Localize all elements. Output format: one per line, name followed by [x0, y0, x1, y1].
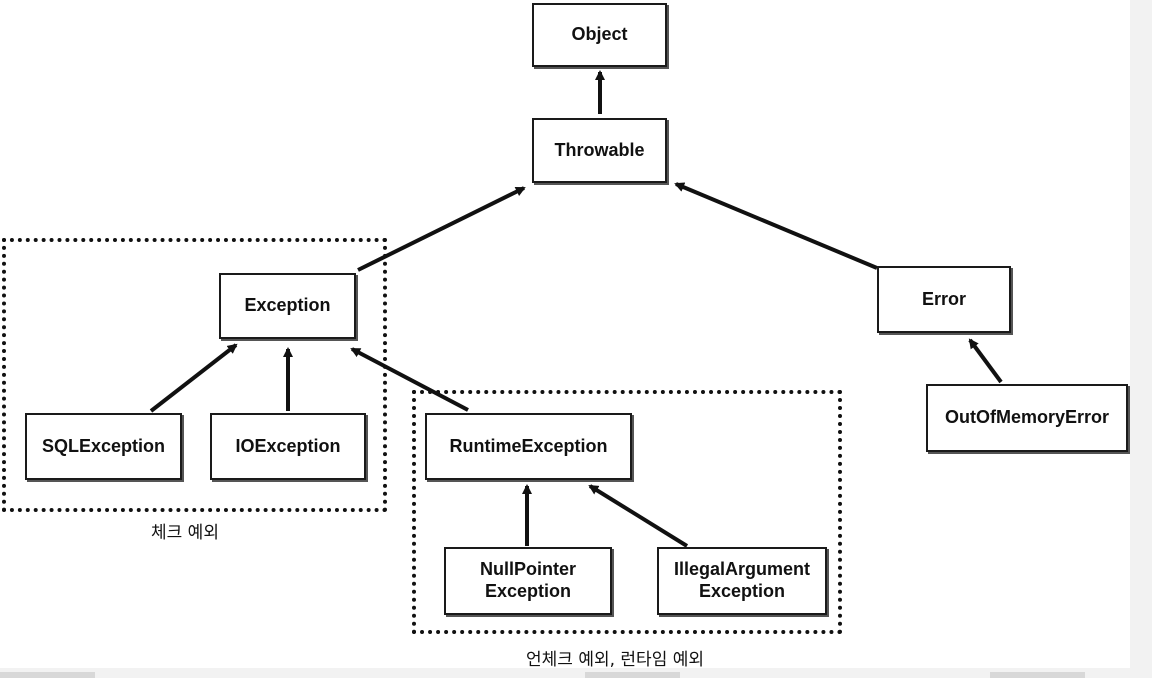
node-illegalargumentexception: IllegalArgument Exception [657, 547, 827, 615]
node-object: Object [532, 3, 667, 67]
node-throwable-label: Throwable [554, 139, 645, 160]
node-exception-label: Exception [244, 295, 331, 316]
node-runtimeexception-label: RuntimeException [449, 435, 608, 456]
bottom-divider-left [0, 672, 95, 678]
node-ioexception-label: IOException [235, 435, 341, 456]
bottom-divider-right [990, 672, 1085, 678]
diagram-canvas: Object Throwable Exception Error SQLExce… [0, 0, 1130, 670]
bottom-divider-middle [585, 672, 680, 678]
unchecked-exceptions-group [412, 390, 842, 634]
node-object-label: Object [571, 24, 628, 45]
node-outofmemoryerror: OutOfMemoryError [926, 384, 1128, 452]
arrow-illegalargument-to-runtime [588, 484, 689, 548]
arrow-runtimeexception-to-exception [350, 347, 469, 412]
checked-exceptions-group [2, 238, 387, 512]
arrow-outofmemoryerror-to-error [968, 338, 1003, 384]
node-runtimeexception: RuntimeException [425, 413, 632, 480]
node-throwable: Throwable [532, 118, 667, 183]
node-sqlexception-label: SQLException [41, 435, 166, 456]
node-error: Error [877, 266, 1011, 333]
node-error-label: Error [921, 288, 966, 309]
node-nullpointerexception: NullPointer Exception [444, 547, 612, 615]
arrow-sqlexception-to-exception [149, 343, 238, 413]
node-illegalargumentexception-label: IllegalArgument Exception [673, 559, 811, 601]
checked-exceptions-caption: 체크 예외 [151, 523, 219, 543]
arrow-error-to-throwable [674, 182, 878, 270]
node-nullpointerexception-label: NullPointer Exception [479, 559, 576, 601]
node-sqlexception: SQLException [25, 413, 182, 480]
node-ioexception: IOException [210, 413, 366, 480]
node-outofmemoryerror-label: OutOfMemoryError [944, 407, 1110, 428]
unchecked-exceptions-caption: 언체크 예외, 런타임 예외 [526, 650, 705, 670]
node-exception: Exception [219, 273, 356, 339]
